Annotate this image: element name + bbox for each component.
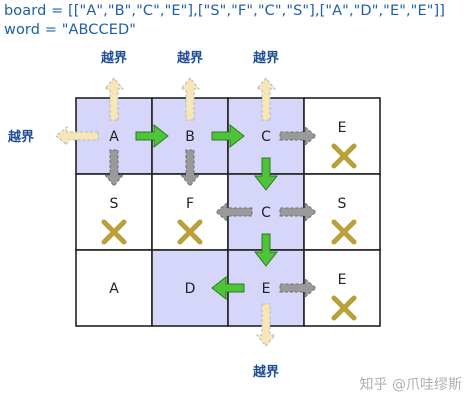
cell-letter: C	[261, 129, 271, 145]
cell-letter: E	[262, 281, 271, 297]
path-arrow	[253, 157, 279, 191]
probe-arrow	[279, 201, 317, 223]
out-of-bounds-label: 越界	[7, 129, 34, 145]
board-definition: board = [["A","B","C","E"],["S","F","C",…	[4, 3, 445, 19]
out-of-bounds-probe-arrow	[255, 303, 277, 347]
watermark: 知乎 @爪哇缪斯	[359, 377, 462, 393]
path-arrow	[211, 275, 245, 301]
path-arrow	[211, 123, 245, 149]
cell-letter: F	[186, 196, 194, 212]
cell-letter: S	[110, 196, 119, 212]
cross-mark	[331, 143, 357, 169]
cell-letter: A	[109, 281, 119, 297]
cell-letter: E	[338, 120, 347, 136]
grid-cell: A	[75, 249, 153, 327]
out-of-bounds-probe-arrow	[103, 77, 125, 121]
cell-letter: B	[185, 129, 195, 145]
cell-letter: E	[338, 272, 347, 288]
cross-mark	[177, 219, 203, 245]
cross-mark	[331, 219, 357, 245]
out-of-bounds-label: 越界	[252, 50, 279, 66]
cell-letter: C	[261, 205, 271, 221]
cell-letter: A	[109, 129, 119, 145]
path-arrow	[253, 233, 279, 267]
out-of-bounds-label: 越界	[252, 364, 279, 380]
probe-arrow	[215, 201, 253, 223]
out-of-bounds-label: 越界	[100, 50, 127, 66]
cell-letter: D	[185, 281, 196, 297]
probe-arrows	[55, 77, 317, 347]
cross-mark	[331, 295, 357, 321]
out-of-bounds-probe-arrow	[55, 125, 99, 147]
cross-mark	[101, 219, 127, 245]
cell-background	[75, 249, 153, 327]
word-definition: word = "ABCCED"	[4, 22, 137, 38]
out-of-bounds-probe-arrow	[255, 77, 277, 121]
probe-arrow	[103, 149, 125, 187]
probe-arrow	[279, 125, 317, 147]
probe-arrow	[179, 149, 201, 187]
cross-marks	[101, 143, 357, 321]
probe-arrow	[279, 277, 317, 299]
cell-letter: S	[338, 196, 347, 212]
out-of-bounds-label: 越界	[176, 50, 203, 66]
out-of-bounds-probe-arrow	[179, 77, 201, 121]
path-arrow	[135, 123, 169, 149]
out-of-bounds-labels: 越界越界越界越界越界	[7, 50, 279, 380]
path-arrows	[135, 123, 279, 301]
